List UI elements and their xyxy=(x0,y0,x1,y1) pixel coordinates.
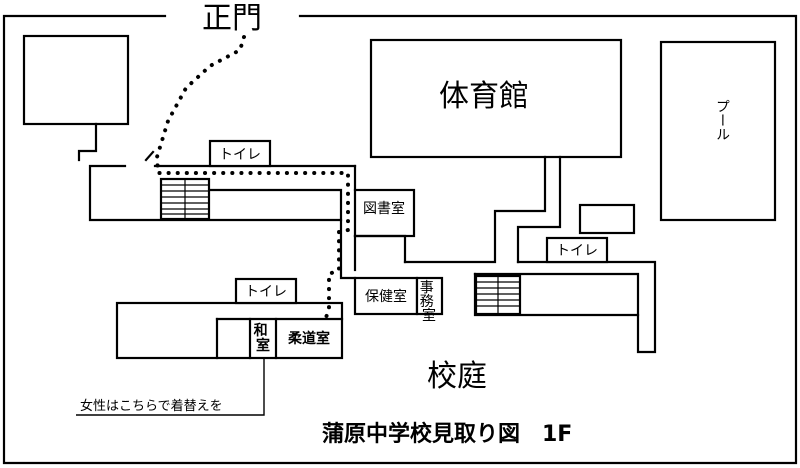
site-boundary xyxy=(2,14,798,465)
toilet-north: トイレ xyxy=(208,139,272,168)
northwest-building xyxy=(22,34,130,162)
japanese-room-label: 和 室 xyxy=(254,323,273,354)
health-room-label: 保健室 xyxy=(365,288,407,305)
changing-note: 女性はこちらで着替えを xyxy=(76,358,265,416)
office-label-char3: 室 xyxy=(422,307,436,324)
japanese-room-char1: 和 xyxy=(254,323,268,339)
changing-note-text: 女性はこちらで着替えを xyxy=(80,398,223,414)
gate-label: 正門 xyxy=(202,1,262,36)
gymnasium: 体育館 xyxy=(369,38,623,159)
toilet-east-label: トイレ xyxy=(556,243,598,259)
toilet-west: トイレ xyxy=(234,277,298,305)
south-wing xyxy=(115,301,344,360)
gymnasium-label: 体育館 xyxy=(439,79,529,114)
annex-building xyxy=(578,203,636,235)
toilet-north-label: トイレ xyxy=(219,147,261,163)
health-room: 保健室 xyxy=(353,276,419,316)
japanese-room-char2: 室 xyxy=(256,337,270,354)
map-title: 蒲原中学校見取り図 1F xyxy=(322,421,572,447)
pool-label: プール xyxy=(714,99,730,141)
east-wing xyxy=(473,260,657,354)
toilet-west-label: トイレ xyxy=(245,284,287,300)
route-from-gate xyxy=(154,35,350,323)
office-label: 事 務 室 xyxy=(420,280,438,324)
judo-room-label: 柔道室 xyxy=(287,330,330,347)
library: 図書室 xyxy=(353,188,416,238)
pool: プール xyxy=(659,40,777,222)
library-label: 図書室 xyxy=(363,200,405,217)
central-corridor xyxy=(339,155,562,280)
north-stairs xyxy=(159,177,211,221)
office: 事 務 室 xyxy=(415,276,444,324)
toilet-east: トイレ xyxy=(545,236,609,264)
office-label-char1: 事 xyxy=(420,280,434,296)
office-label-char2: 務 xyxy=(420,294,434,310)
japanese-room: 和 室 xyxy=(254,323,273,354)
courtyard-label: 校庭 xyxy=(427,359,487,394)
